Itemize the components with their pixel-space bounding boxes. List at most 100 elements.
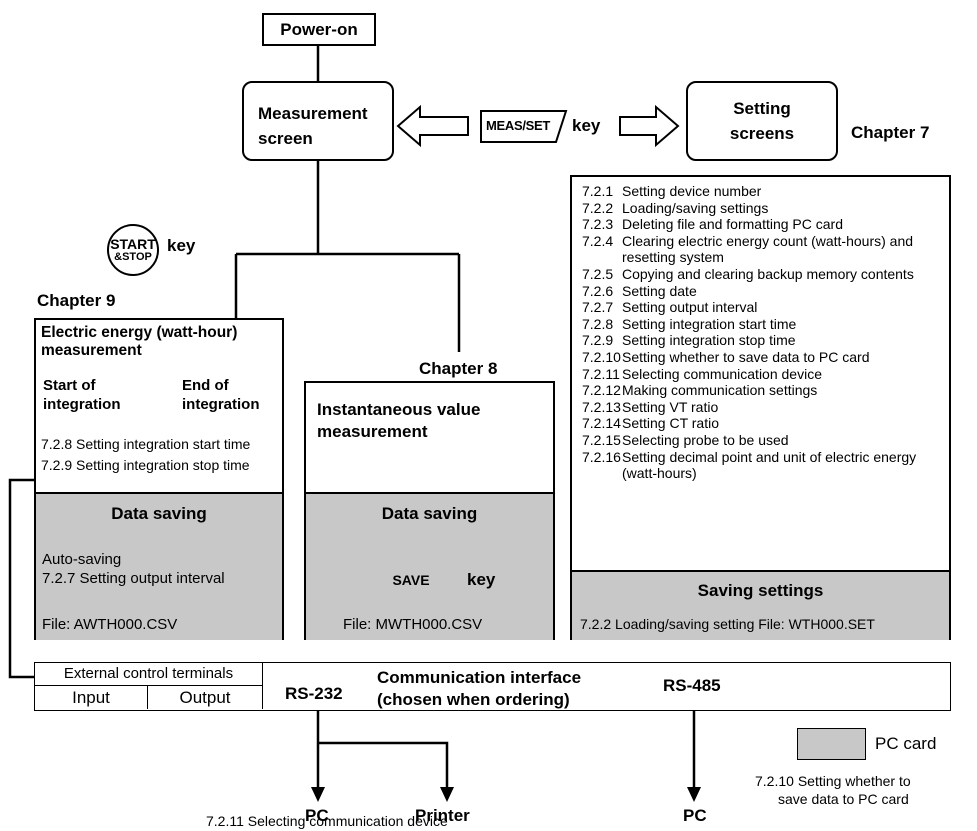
settings-item-text: Deleting file and formatting PC card [622, 216, 843, 233]
watt-hour-ref-2: 7.2.9 Setting integration stop time [41, 457, 250, 473]
saving-settings-area: Saving settings 7.2.2 Loading/saving set… [572, 570, 949, 640]
settings-item-text: Setting date [622, 282, 697, 299]
external-control-title: External control terminals [35, 663, 262, 686]
end-of-integration-1: End of [182, 377, 229, 394]
instantaneous-data-saving-area: Data saving File: MWTH000.CSV [306, 492, 553, 640]
settings-item-number: 7.2.1 [582, 183, 614, 199]
arrow-left-hollow-icon [396, 104, 469, 148]
rs232-label: RS-232 [285, 684, 343, 703]
settings-item-number: 7.2.4 [582, 232, 614, 249]
settings-item-number: 7.2.5 [582, 265, 614, 282]
settings-item-number: 7.2.14 [582, 415, 621, 432]
settings-list: 7.2.1 Setting device number 7.2.2 Loading/s… [582, 183, 942, 482]
settings-item-text: Setting whether to save data to PC card [622, 348, 870, 365]
watt-hour-data-saving-title: Data saving [111, 504, 207, 523]
chapter-8-label: Chapter 8 [419, 359, 498, 378]
settings-item-text: Setting VT ratio [622, 398, 719, 415]
settings-item-text: Selecting communication device [622, 365, 822, 382]
save-key-suffix: key [467, 570, 496, 589]
instantaneous-data-saving-title: Data saving [381, 504, 478, 523]
settings-item-text: Clearing electric energy count (watt-hou… [622, 232, 914, 266]
start-stop-key-line1: START [110, 236, 156, 252]
measurement-screen-title-1: Measurement [258, 104, 368, 123]
setting-screens-title-1: Setting [733, 99, 791, 118]
external-control-terminals: External control terminals Input Output [35, 663, 263, 709]
settings-item-number: 7.2.9 [582, 332, 614, 349]
settings-list-item: 7.2.4 Clearing electric energy count (wat… [582, 233, 942, 266]
settings-item-text: Selecting probe to be used [622, 431, 789, 448]
settings-item-text: Setting decimal point and unit of electr… [622, 448, 917, 482]
output-interval-ref: 7.2.7 Setting output interval [42, 570, 225, 587]
rs485-label: RS-485 [663, 676, 721, 695]
settings-item-text: Setting device number [622, 183, 762, 199]
settings-item-number: 7.2.3 [582, 216, 614, 233]
settings-list-item: 7.2.3 Deleting file and formatting PC car… [582, 216, 942, 233]
power-on-box: Power-on [262, 13, 376, 46]
end-of-integration-2: integration [182, 396, 260, 413]
pc-left-label: PC [305, 806, 329, 825]
arrow-to-pc-left [311, 787, 325, 802]
settings-item-text: Loading/saving settings [622, 199, 769, 216]
pc-card-legend-note-2: save data to PC card [778, 791, 909, 807]
auto-saving-label: Auto-saving [42, 551, 122, 568]
pc-right-label: PC [683, 806, 707, 825]
instantaneous-measurement-box: Instantaneous value measurement Data sav… [304, 381, 555, 640]
settings-list-item: 7.2.1 Setting device number [582, 183, 942, 200]
external-control-output: Output [179, 688, 231, 707]
settings-list-item: 7.2.9 Setting integration stop time [582, 332, 942, 349]
settings-item-number: 7.2.2 [582, 199, 614, 216]
settings-list-item: 7.2.6 Setting date [582, 283, 942, 300]
instantaneous-title-1: Instantaneous value [317, 400, 481, 419]
comm-interface-title-1: Communication interface [377, 668, 582, 687]
settings-item-number: 7.2.6 [582, 282, 614, 299]
settings-list-item: 7.2.8 Setting integration start time [582, 316, 942, 333]
comm-interface-title-2: (chosen when ordering) [377, 690, 570, 709]
settings-item-text: Setting output interval [622, 299, 758, 316]
settings-list-item: 7.2.5 Copying and clearing backup memory … [582, 266, 942, 283]
arrow-to-printer [440, 787, 454, 802]
instantaneous-title-2: measurement [317, 422, 428, 441]
watt-hour-data-saving-area: Data saving Auto-saving 7.2.7 Setting ou… [36, 492, 282, 640]
settings-item-text: Copying and clearing backup memory conte… [622, 265, 914, 282]
start-of-integration-1: Start of [43, 377, 96, 394]
meas-set-key-icon [480, 110, 568, 143]
settings-item-number: 7.2.7 [582, 299, 614, 316]
saving-settings-ref: 7.2.2 Loading/saving setting File: WTH00… [580, 616, 875, 632]
arrow-right-hollow-icon [619, 104, 680, 148]
arrow-to-pc-right [687, 787, 701, 802]
settings-item-text: Setting integration start time [622, 315, 797, 332]
settings-item-text: Setting CT ratio [622, 415, 720, 432]
watt-hour-title-1: Electric energy (watt-hour) [41, 324, 238, 341]
settings-item-number: 7.2.8 [582, 315, 614, 332]
start-stop-key-suffix: key [167, 236, 196, 255]
pc-card-legend-swatch [797, 728, 866, 760]
comm-device-ref: 7.2.11 Selecting communication device [206, 813, 448, 829]
start-stop-key-line2: &STOP [114, 251, 152, 263]
chapter-7-label: Chapter 7 [851, 123, 930, 142]
setting-screens-box: Setting screens [686, 81, 838, 161]
interface-bar: External control terminals Input Output [34, 662, 951, 711]
settings-item-number: 7.2.12 [582, 382, 621, 399]
settings-item-text: Setting integration stop time [622, 332, 796, 349]
watt-hour-file-label: File: AWTH000.CSV [42, 616, 178, 633]
save-key-label: SAVE [392, 572, 430, 588]
external-control-input: Input [35, 686, 148, 709]
measurement-screen-title-2: screen [258, 129, 313, 148]
watt-hour-measurement-box: Electric energy (watt-hour) measurement … [34, 318, 284, 640]
settings-list-item: 7.2.2 Loading/saving settings [582, 200, 942, 217]
settings-item-text: Making communication settings [622, 382, 818, 399]
printer-label: Printer [415, 806, 470, 825]
watt-hour-ref-1: 7.2.8 Setting integration start time [41, 436, 251, 452]
setting-screens-title-2: screens [729, 124, 795, 143]
meas-set-key-label: MEAS/SET [486, 118, 551, 133]
pc-card-legend-note-1: 7.2.10 Setting whether to [755, 773, 911, 789]
settings-list-box: 7.2.1 Setting device number 7.2.2 Loading/s… [570, 175, 951, 640]
saving-settings-title: Saving settings [697, 581, 824, 600]
settings-list-item: 7.2.7 Setting output interval [582, 299, 942, 316]
